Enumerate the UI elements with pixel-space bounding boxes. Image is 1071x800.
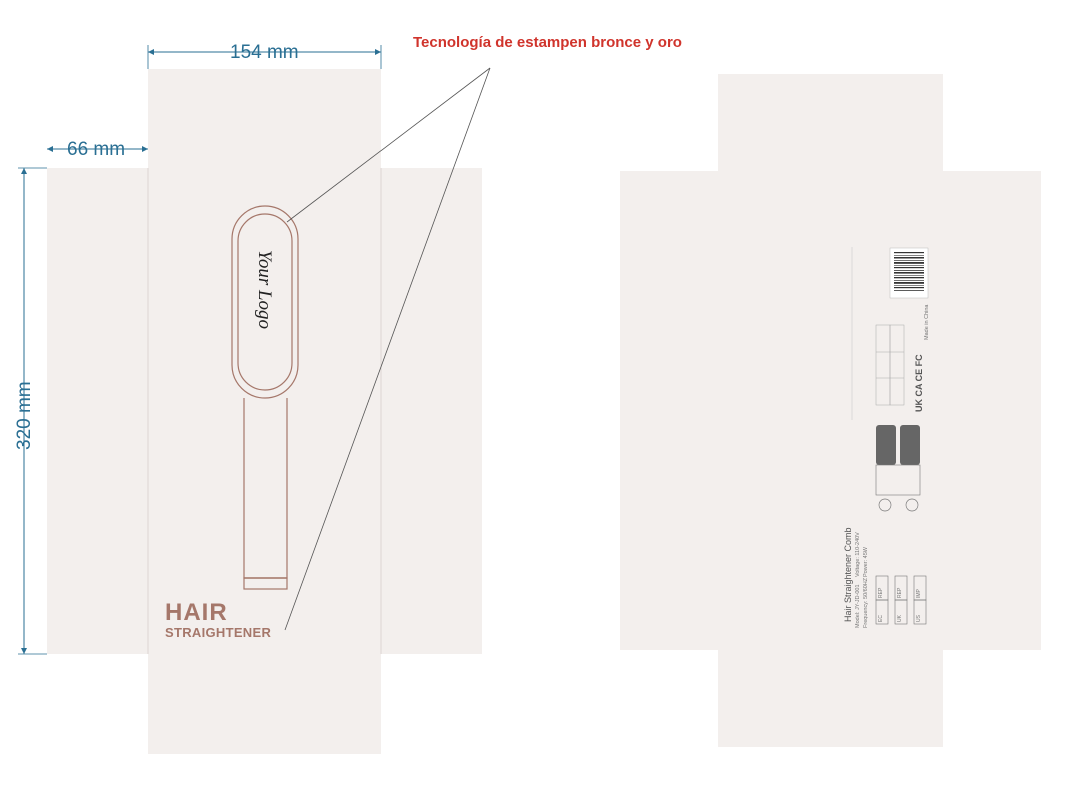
back-top-flap: [718, 74, 943, 172]
front-main-panel: [47, 168, 482, 654]
arrow-head: [148, 49, 154, 55]
leader-line: [284, 67, 491, 631]
power-text: Power: 45W: [863, 547, 869, 577]
product-title: Hair Straightener Comb: [843, 527, 853, 622]
rep-label: REP: [878, 587, 884, 598]
width-label: 154 mm: [230, 42, 299, 63]
rep-label: US: [916, 615, 922, 622]
arrow-head: [142, 146, 148, 152]
voltage-text: Voltage: 110-240V: [855, 532, 861, 577]
leader-line: [286, 67, 491, 223]
made-in-text: Made in China: [924, 304, 930, 340]
spec-table: [875, 324, 905, 406]
height-label: 320 mm: [14, 381, 35, 450]
recycling-labels: [875, 425, 921, 512]
rep-label: IMP: [916, 589, 922, 598]
rep-boxes: [875, 575, 927, 625]
arrow-head: [375, 49, 381, 55]
brand-word-hair: HAIR: [165, 599, 228, 626]
rep-label: REP: [897, 587, 903, 598]
barcode: [889, 247, 929, 299]
certification-marks: UK CA CE FC: [914, 354, 924, 412]
back-main-panel: [620, 171, 1041, 650]
arrow-head: [21, 648, 27, 654]
comb-drawing: [231, 205, 299, 590]
flap-width-label: 66 mm: [67, 139, 126, 160]
front-bottom-flap: [148, 654, 381, 754]
arrow-head: [47, 146, 53, 152]
rep-label: EC: [878, 615, 884, 622]
arrow-head: [21, 168, 27, 174]
logo-placeholder: Your Logo: [254, 250, 275, 330]
frequency-text: Frequency: 50/60HZ: [863, 577, 869, 628]
back-bottom-flap: [718, 650, 943, 747]
brand-word-straightener: STRAIGHTENER: [165, 625, 272, 640]
foil-stamping-annotation: Tecnología de estampen bronce y oro: [413, 34, 682, 51]
brand-logo: HAIR STRAIGHTENER: [165, 601, 271, 641]
front-top-flap: [148, 69, 381, 169]
rep-label: UK: [897, 615, 903, 622]
model-text: Model: JY-JD-001: [855, 584, 861, 628]
